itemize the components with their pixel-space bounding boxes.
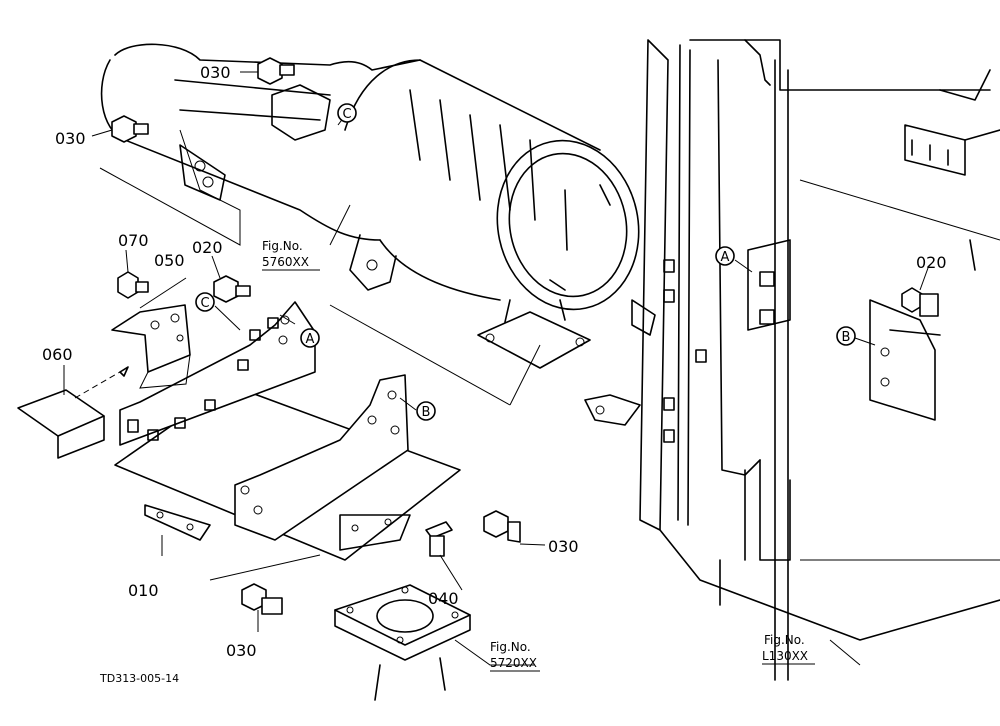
- label-050: 050: [154, 251, 185, 270]
- document-id: TD313-005-14: [99, 672, 179, 685]
- fig-ref-flange-title: Fig.No.: [490, 640, 531, 654]
- label-070: 070: [118, 231, 149, 250]
- callout-c-mid: C: [195, 292, 215, 312]
- figure-references: Fig.No. 5760XX Fig.No. 5720XX Fig.No. L1…: [262, 239, 815, 672]
- callout-a-right-letter: A: [721, 250, 730, 265]
- label-030-bottom: 030: [226, 641, 257, 660]
- fig-ref-muffler-number: 5760XX: [262, 255, 309, 269]
- callout-b-right-letter: B: [842, 330, 851, 345]
- fig-ref-frame-title: Fig.No.: [764, 633, 805, 647]
- label-010: 010: [128, 581, 159, 600]
- callout-a-left-letter: A: [306, 332, 315, 347]
- callout-c-top: C: [337, 103, 357, 123]
- callout-c-mid-letter: C: [200, 296, 209, 311]
- label-020-right: 020: [916, 253, 947, 272]
- label-060: 060: [42, 345, 73, 364]
- callout-b-left-letter: B: [422, 405, 431, 420]
- part-labels: 030 030 070 050 020 060 010 030 040 030 …: [42, 63, 947, 660]
- leader-lines: [63, 71, 929, 666]
- callout-c-top-letter: C: [342, 107, 351, 122]
- bracket-050: [111, 304, 191, 389]
- callout-a-right: A: [715, 246, 735, 266]
- flange-plate: [334, 584, 471, 701]
- label-030-top: 030: [200, 63, 231, 82]
- label-030-left: 030: [55, 129, 86, 148]
- muffler-assembly: [99, 43, 640, 369]
- fig-ref-frame-number: L130XX: [762, 649, 808, 663]
- label-020-left: 020: [192, 238, 223, 257]
- bracket-010: [114, 301, 461, 561]
- callout-b-right: B: [836, 326, 856, 346]
- label-030-right: 030: [548, 537, 579, 556]
- bolts: [111, 57, 939, 615]
- fig-ref-flange-number: 5720XX: [490, 656, 537, 670]
- callouts: C C A B A B: [195, 103, 856, 421]
- fig-ref-muffler-title: Fig.No.: [262, 239, 303, 253]
- callout-a-left: A: [300, 328, 320, 348]
- callout-b-left: B: [416, 401, 436, 421]
- plate-060: [17, 366, 129, 459]
- frame-structure: [584, 39, 1000, 681]
- label-040: 040: [428, 589, 459, 608]
